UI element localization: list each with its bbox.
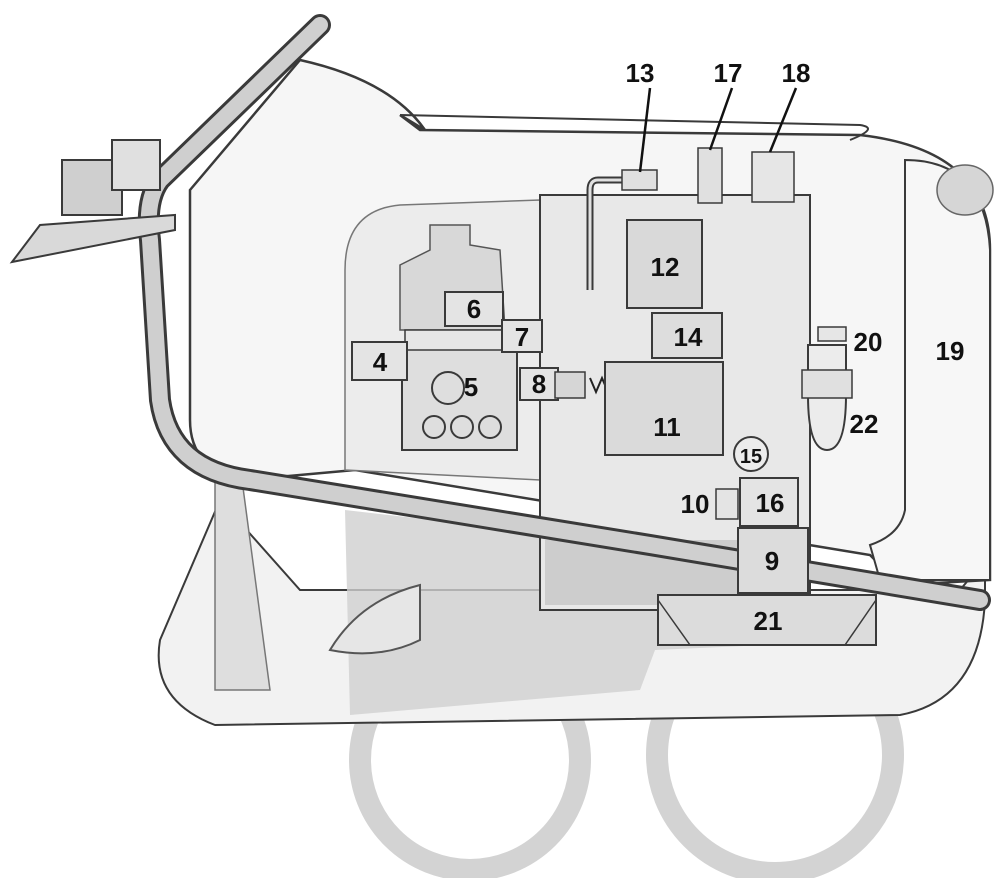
label-4: 4	[373, 347, 388, 377]
valve-body-8	[554, 371, 586, 399]
label-5: 5	[464, 372, 478, 402]
part-box-18	[751, 151, 795, 203]
leader-17	[708, 87, 734, 151]
pump-valve-2	[450, 415, 474, 439]
top-lid-line	[399, 114, 869, 141]
label-6: 6	[467, 294, 481, 324]
pump-valve-3	[478, 415, 502, 439]
label-20: 20	[854, 327, 883, 357]
part-box-20	[817, 326, 847, 342]
part-box-11	[604, 361, 724, 456]
fender	[328, 583, 421, 655]
rear-vent	[936, 164, 994, 216]
leader-18	[768, 87, 798, 153]
control-panel	[9, 139, 176, 264]
label-18: 18	[782, 58, 811, 88]
part-box-12	[626, 219, 703, 309]
label-7: 7	[515, 322, 529, 352]
label-8: 8	[532, 369, 546, 399]
pipe-13-inner	[588, 178, 632, 290]
rear-cover	[868, 158, 991, 581]
label-19: 19	[936, 336, 965, 366]
tray-bevel-right	[844, 599, 877, 646]
pump-piston-large	[431, 371, 465, 405]
part-circle-15	[733, 436, 769, 472]
label-14: 14	[674, 322, 703, 352]
part-box-4	[351, 341, 408, 381]
part-box-16	[739, 477, 799, 527]
label-15: 15	[740, 446, 762, 468]
filter-22-band	[801, 369, 853, 399]
pump-valve-1	[422, 415, 446, 439]
chassis-dark-panel	[345, 510, 875, 715]
label-10: 10	[681, 489, 710, 519]
pump-assembly	[399, 224, 518, 451]
label-21: 21	[754, 606, 783, 636]
label-9: 9	[765, 546, 779, 576]
part-box-17	[697, 147, 723, 204]
pump-body	[401, 344, 518, 451]
pump-head	[404, 329, 516, 351]
label-12: 12	[651, 252, 680, 282]
part-box-14	[651, 312, 723, 359]
leader-13	[638, 87, 652, 173]
part-box-7	[501, 319, 543, 353]
panel-box-2	[111, 139, 161, 191]
panel-tray	[9, 213, 176, 264]
callout-labels: 4 5 6 7 8 9 10 11 12 13 14 15 16 17 18 1…	[373, 58, 965, 636]
label-22: 22	[850, 409, 879, 439]
part-box-13	[621, 169, 658, 191]
handle-bar-fill	[140, 17, 988, 608]
label-11: 11	[653, 412, 681, 442]
part-box-10	[715, 488, 739, 520]
label-13: 13	[626, 58, 655, 88]
leader-lines	[638, 87, 798, 173]
label-17: 17	[714, 58, 743, 88]
part-box-9	[737, 527, 809, 594]
tray-bevel-left	[657, 599, 691, 646]
part-box-6	[444, 291, 504, 327]
label-16: 16	[756, 488, 785, 518]
part-tray-21	[657, 594, 877, 646]
